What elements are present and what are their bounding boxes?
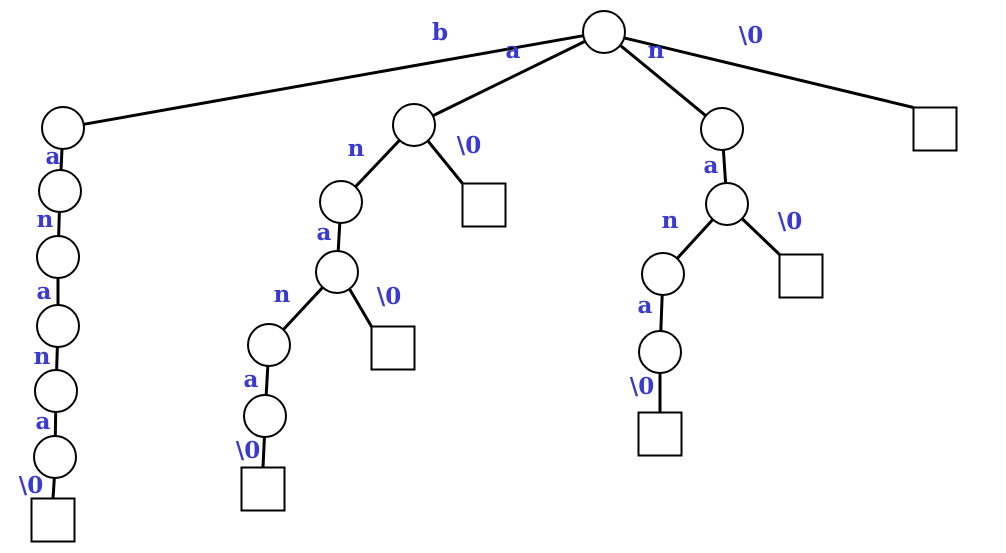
edge-label: a <box>638 292 653 319</box>
trie-node-b6 <box>33 435 77 479</box>
edge-a4-a5 <box>264 365 270 396</box>
edges-layer <box>51 34 914 499</box>
edge-labels-layer: b a n \0 a n a n a \0 n \0 a n \0 a \0 a n \0 a \0 <box>19 19 802 499</box>
edge-label: a <box>244 366 259 393</box>
terminal-node-end_n4 <box>637 411 683 457</box>
trie-node-b4 <box>36 304 80 348</box>
trie-node-b3 <box>36 235 80 279</box>
edge-n2-end_n2 <box>741 217 781 256</box>
trie-node-n3 <box>641 252 685 296</box>
edge-b6-end_b <box>51 477 56 499</box>
edge-label: n <box>34 343 51 370</box>
edge-label: n <box>648 37 665 64</box>
trie-node-root <box>582 10 626 54</box>
trie-node-n2 <box>705 182 749 226</box>
terminal-node-end_root <box>912 106 958 152</box>
edge-a5-end_a5 <box>261 436 266 468</box>
edge-label: \0 <box>457 132 481 159</box>
trie-node-a1 <box>392 103 436 147</box>
edge-root-n1 <box>619 44 707 117</box>
edge-a2-a3 <box>336 222 342 252</box>
terminal-node-end_a5 <box>240 466 286 512</box>
edge-n1-n2 <box>721 149 728 184</box>
edge-label: a <box>704 152 719 179</box>
edge-b2-b3 <box>57 211 61 237</box>
edge-label: \0 <box>377 283 401 310</box>
edge-label: a <box>506 37 521 64</box>
edge-label: n <box>662 207 679 234</box>
edge-label: n <box>37 206 54 233</box>
trie-node-b5 <box>34 369 78 413</box>
edge-n2-n3 <box>676 218 714 260</box>
edge-root-end_root <box>623 36 914 109</box>
trie-node-a5 <box>243 394 287 438</box>
terminal-node-end_a3 <box>370 325 416 371</box>
nodes-layer <box>30 10 958 543</box>
edge-label: \0 <box>739 22 763 49</box>
edge-a1-end_a1 <box>426 139 464 185</box>
edge-b4-b5 <box>55 346 59 371</box>
edge-label: \0 <box>630 373 654 400</box>
trie-node-a2 <box>319 180 363 224</box>
edge-label: a <box>36 408 51 435</box>
edge-b1-b2 <box>59 148 64 171</box>
edge-a1-a2 <box>354 139 401 188</box>
edge-a3-end_a3 <box>348 288 373 328</box>
edge-label: \0 <box>236 437 260 464</box>
edge-root-a1 <box>432 39 586 118</box>
edge-label: n <box>274 281 291 308</box>
edge-label: b <box>432 19 448 46</box>
edge-label: a <box>317 219 332 246</box>
terminal-node-end_b <box>30 497 76 543</box>
trie-node-b1 <box>41 106 85 150</box>
edge-label: n <box>348 135 365 162</box>
edge-n3-n4 <box>659 294 664 332</box>
edge-label: \0 <box>778 208 802 235</box>
trie-node-a4 <box>247 323 291 367</box>
trie-node-n4 <box>638 330 682 374</box>
trie-node-a3 <box>315 250 359 294</box>
edge-root-b1 <box>83 34 584 126</box>
trie-node-n1 <box>700 107 744 151</box>
edge-label: \0 <box>19 472 43 499</box>
terminal-node-end_n2 <box>778 253 824 299</box>
edge-label: a <box>46 143 61 170</box>
edge-label: a <box>37 278 52 305</box>
terminal-node-end_a1 <box>461 182 507 228</box>
trie-node-b2 <box>38 169 82 213</box>
edge-a3-a4 <box>282 286 324 331</box>
